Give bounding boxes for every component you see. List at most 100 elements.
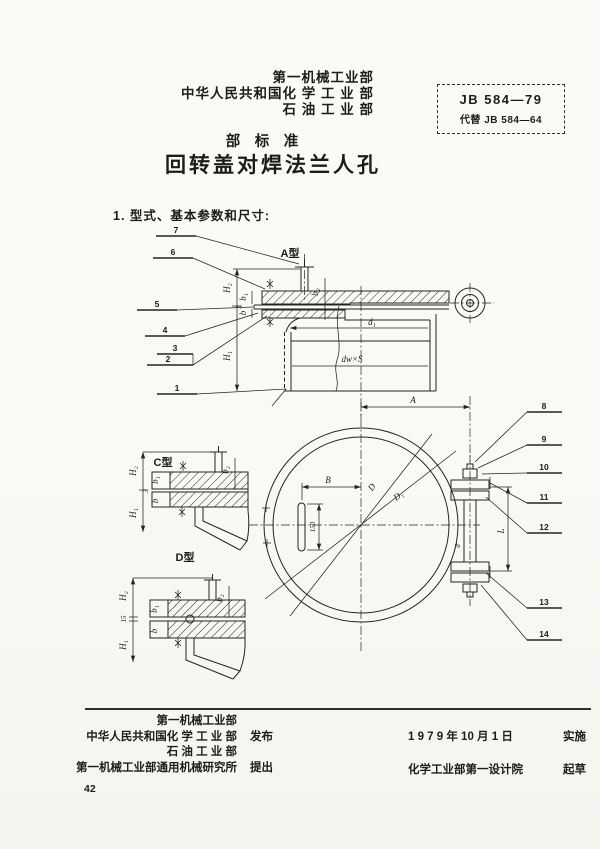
type-a-callouts: 7 6 5 4 3 2 1	[137, 225, 300, 407]
neck-pipe	[284, 286, 437, 418]
c-dim-b2-label: b₂	[220, 466, 230, 474]
draft-label: 起草	[563, 764, 586, 776]
footer-drafter-row: 化学工业部第一设计院 起草	[408, 761, 586, 777]
org-line-3: 石 油 工 业 部	[282, 102, 374, 117]
section-1-heading: 1. 型式、基本参数和尺寸:	[113, 209, 271, 223]
c-shell	[194, 472, 250, 551]
c-swing-bolt	[210, 446, 227, 473]
c-dim-h1-label: H₁	[128, 508, 138, 519]
org-line-1: 第一机械工业部	[272, 70, 374, 85]
dim-b-label: b	[238, 310, 248, 315]
callout-7: 7	[174, 225, 179, 235]
dim-d1-label: d₁	[368, 317, 376, 327]
implementation-label: 实施	[563, 731, 586, 743]
callout-6: 6	[171, 247, 176, 257]
dim-dwxs-label: dw×S	[341, 354, 363, 364]
issuing-organizations: 第一机械工业部 中华人民共和国化 学 工 业 部 石 油 工 业 部	[150, 70, 374, 118]
c-lower-flange	[169, 491, 249, 508]
neck-flange-section	[261, 309, 346, 319]
hinge-assembly: L d	[450, 455, 512, 606]
footer-org-row-1: 第一机械工业部	[60, 714, 295, 730]
type-d-section-view: D型 H₂ 15 H₁ b₁ b b₂	[118, 550, 246, 680]
footer-org-row-3: 石 油 工 业 部	[60, 745, 295, 761]
d-upper-flange	[167, 599, 246, 618]
footer-divider	[85, 708, 591, 710]
callout-10: 10	[539, 462, 549, 472]
callout-8: 8	[542, 401, 547, 411]
dim-h2-label: H₂	[222, 283, 232, 294]
c-dim-gasket-3-label: 3	[142, 489, 150, 494]
bolt-center-marks	[262, 504, 271, 547]
footer-org-4: 第一机械工业部通用机械研究所	[76, 761, 237, 774]
footer-org-row-4: 第一机械工业部通用机械研究所 提出	[60, 761, 295, 777]
dim-b-offset-label: B	[325, 475, 331, 485]
footer-right-block: 1 9 7 9 年 10 月 1 日 实施 化学工业部第一设计院 起草	[408, 728, 586, 777]
c-weld-marks	[178, 461, 187, 517]
footer-org-3: 石 油 工 业 部	[166, 746, 237, 758]
footer-propose-label: 提出	[250, 761, 273, 774]
standard-type-label: 部 标 准	[225, 134, 299, 150]
callout-4: 4	[163, 325, 168, 335]
replaces-note: 代替 JB 584—64	[459, 115, 543, 126]
dim-150-label: 150	[309, 521, 317, 532]
dim-a: A	[361, 395, 471, 462]
bolt-slot: B 150	[297, 475, 361, 552]
d-dim-b1-label: b₁	[149, 605, 159, 613]
c-dim-h2-label: H₂	[128, 466, 138, 477]
weld-marks	[266, 279, 274, 327]
footer-date-row: 1 9 7 9 年 10 月 1 日 实施	[408, 728, 586, 744]
c-dim-b1-label: b₁	[150, 476, 160, 484]
org-line-2: 中华人民共和国化 学 工 业 部	[180, 86, 374, 101]
dim-a-label: A	[409, 395, 416, 405]
c-dim-b-label: b	[150, 498, 160, 503]
hinge-pivot-boss	[450, 283, 494, 323]
d-weld-marks	[174, 590, 182, 648]
d-dim-15-label: 15	[120, 615, 128, 623]
callout-2: 2	[166, 354, 171, 364]
d-dim-h1-label: H₁	[118, 640, 128, 651]
drafting-org: 化学工业部第一设计院	[408, 764, 523, 776]
d-dim-b2-label: b₂	[214, 594, 224, 602]
dim-h1-label: H₁	[222, 351, 232, 362]
footer-org-1: 第一机械工业部	[156, 715, 238, 727]
callout-1: 1	[175, 383, 180, 393]
dim-d-diameter-label: D	[365, 481, 378, 493]
footer-org-2: 中华人民共和国化 学 工 业 部	[86, 730, 237, 743]
callout-3: 3	[173, 343, 178, 353]
d-dim-b-label: b	[149, 628, 159, 633]
footer-left-block: 第一机械工业部 中华人民共和国化 学 工 业 部 发布 石 油 工 业 部 第一…	[60, 714, 295, 776]
page-number: 42	[84, 783, 96, 795]
callout-5: 5	[155, 299, 160, 309]
d-shell	[185, 637, 246, 680]
callout-11: 11	[540, 492, 549, 502]
dim-b2-label: b₂	[310, 288, 320, 296]
type-c-label: C型	[154, 455, 173, 469]
d-dim-h2-label: H₂	[118, 591, 128, 602]
type-a-label: A型	[281, 246, 300, 260]
dim-l-label: L	[496, 528, 506, 534]
document-title: 回转盖对焊法兰人孔	[165, 154, 381, 177]
dim-d1-diameter-label: D₁	[390, 489, 405, 503]
implementation-date: 1 9 7 9 年 10 月 1 日	[408, 731, 513, 743]
standard-number: JB 584—79	[459, 92, 543, 107]
standard-number-box: JB 584—79 代替 JB 584—64	[437, 84, 565, 134]
footer-org-row-2: 中华人民共和国化 学 工 业 部 发布	[60, 730, 295, 746]
callout-12: 12	[539, 522, 549, 532]
callout-14: 14	[539, 629, 549, 639]
dim-b1-label: b₁	[238, 293, 248, 301]
type-d-label: D型	[176, 550, 195, 564]
callout-9: 9	[542, 434, 547, 444]
footer-publish-label: 发布	[250, 730, 273, 743]
type-c-section-view: C型 H₂ H₁ b₁ b 3 b₂	[128, 446, 250, 551]
swing-bolt	[295, 254, 314, 300]
c-upper-flange	[169, 471, 249, 490]
type-a-section-view: A型	[137, 225, 494, 462]
plan-view: D D₁ B 150	[249, 401, 562, 651]
cover-flange-section	[261, 290, 450, 305]
d-lower-flange	[167, 620, 246, 639]
plan-view-callouts: 8 9 10 11 12 13 14	[474, 401, 562, 641]
d-swing-bolt	[204, 574, 221, 601]
dim-pin-d-label: d	[454, 544, 462, 548]
